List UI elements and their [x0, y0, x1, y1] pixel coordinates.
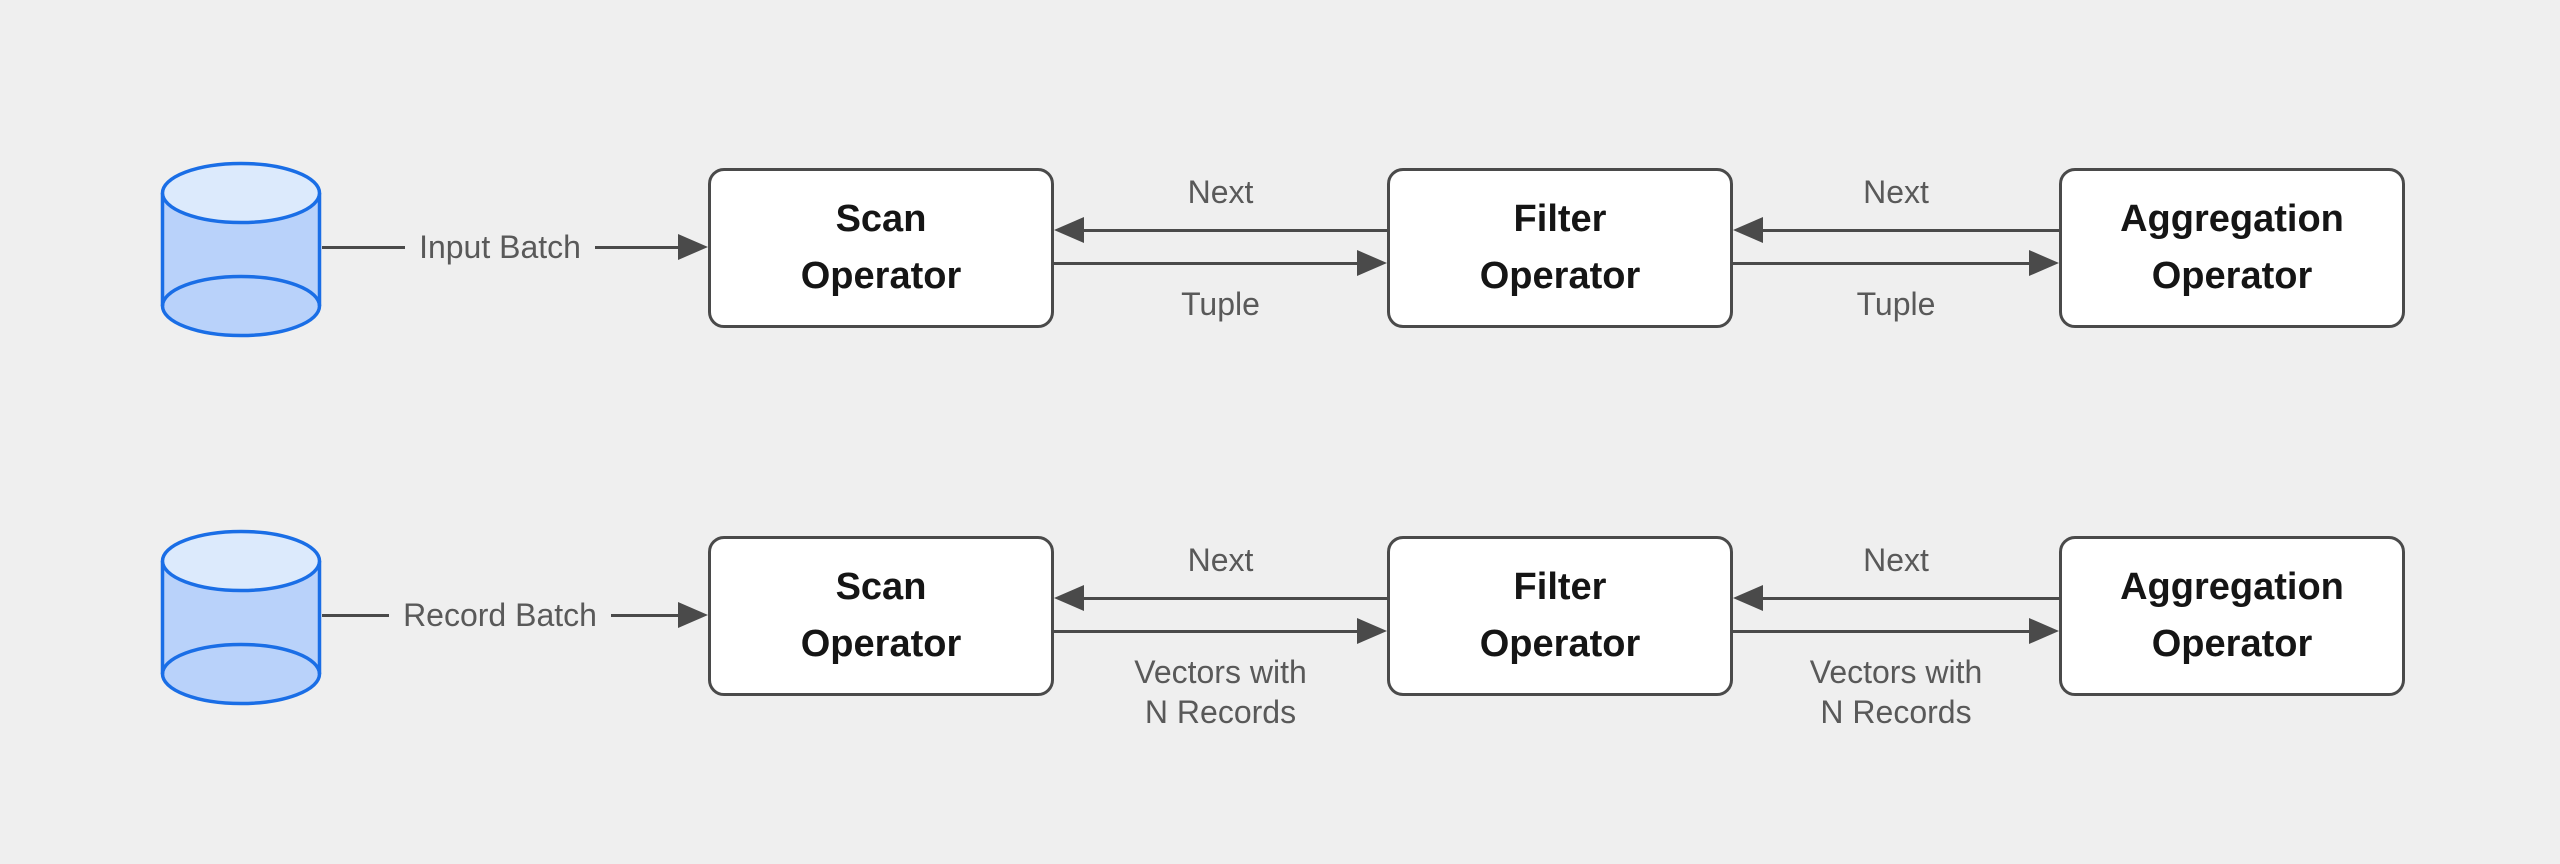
scan-operator-node: Scan Operator	[708, 536, 1054, 696]
aggregation-operator-node: Aggregation Operator	[2059, 168, 2405, 328]
operator-label-line: Filter	[1513, 198, 1607, 240]
operator-label-line: Scan	[835, 198, 927, 240]
source-flow-label: Record Batch	[403, 597, 597, 633]
filter-operator-node: Filter Operator	[1387, 168, 1733, 328]
arrowhead-right-icon	[678, 602, 708, 628]
next-arrow	[1054, 217, 1387, 243]
operator-label-line: Filter	[1513, 566, 1607, 608]
connector-line	[1054, 629, 1361, 633]
operator-label-line: Scan	[835, 566, 927, 608]
operator-label-line: Aggregation	[2120, 566, 2344, 608]
connector-line	[610, 613, 678, 617]
connector-line	[1080, 596, 1387, 600]
next-arrow	[1733, 217, 2059, 243]
payload-arrow	[1054, 618, 1387, 644]
operator-label-line: Operator	[1479, 255, 1641, 297]
payload-label: Tuple	[1181, 286, 1260, 322]
connector-line	[322, 613, 390, 617]
filter-aggregation-link: Next Vectors with N Records	[1733, 518, 2059, 738]
operator-label-line: Operator	[2151, 255, 2313, 297]
scan-filter-link: Next Vectors with N Records	[1054, 518, 1387, 738]
source-flow-label: Input Batch	[419, 229, 581, 265]
filter-operator-node: Filter Operator	[1387, 536, 1733, 696]
connector-line	[1054, 261, 1361, 265]
arrowhead-left-icon	[1054, 585, 1084, 611]
arrowhead-left-icon	[1733, 585, 1763, 611]
connector-line	[322, 245, 406, 249]
operator-label-line: Operator	[800, 255, 962, 297]
next-arrow	[1054, 585, 1387, 611]
filter-aggregation-link: Next Tuple	[1733, 150, 2059, 370]
payload-label: Vectors with N Records	[1809, 654, 1983, 730]
next-label: Next	[1187, 542, 1254, 578]
scan-filter-link: Next Tuple	[1054, 150, 1387, 370]
database-cylinder-icon	[160, 161, 322, 338]
operator-label-line: Aggregation	[2120, 198, 2344, 240]
next-arrow	[1733, 585, 2059, 611]
source-connector: Input Batch	[322, 226, 709, 268]
connector-line	[1080, 228, 1387, 232]
aggregation-operator-node: Aggregation Operator	[2059, 536, 2405, 696]
operator-label-line: Operator	[800, 623, 962, 665]
arrowhead-left-icon	[1054, 217, 1084, 243]
connector-line	[1759, 596, 2059, 600]
connector-line	[1733, 629, 2033, 633]
arrowhead-right-icon	[2029, 250, 2059, 276]
payload-arrow	[1054, 250, 1387, 276]
source-connector: Record Batch	[322, 594, 708, 636]
connector-line	[1759, 228, 2059, 232]
payload-label: Vectors with N Records	[1134, 654, 1307, 730]
operator-label-line: Operator	[2151, 623, 2313, 665]
connector-line	[1733, 261, 2033, 265]
next-label: Next	[1863, 174, 1929, 210]
next-label: Next	[1863, 542, 1929, 578]
connector-line	[594, 245, 679, 249]
operator-label-line: Operator	[1479, 623, 1641, 665]
arrowhead-left-icon	[1733, 217, 1763, 243]
arrowhead-right-icon	[1357, 250, 1387, 276]
payload-arrow	[1733, 250, 2059, 276]
scan-operator-node: Scan Operator	[708, 168, 1054, 328]
arrowhead-right-icon	[1357, 618, 1387, 644]
next-label: Next	[1187, 174, 1254, 210]
database-cylinder-icon	[160, 529, 322, 706]
payload-label: Tuple	[1856, 286, 1936, 322]
payload-arrow	[1733, 618, 2059, 644]
arrowhead-right-icon	[2029, 618, 2059, 644]
arrowhead-right-icon	[678, 234, 709, 260]
